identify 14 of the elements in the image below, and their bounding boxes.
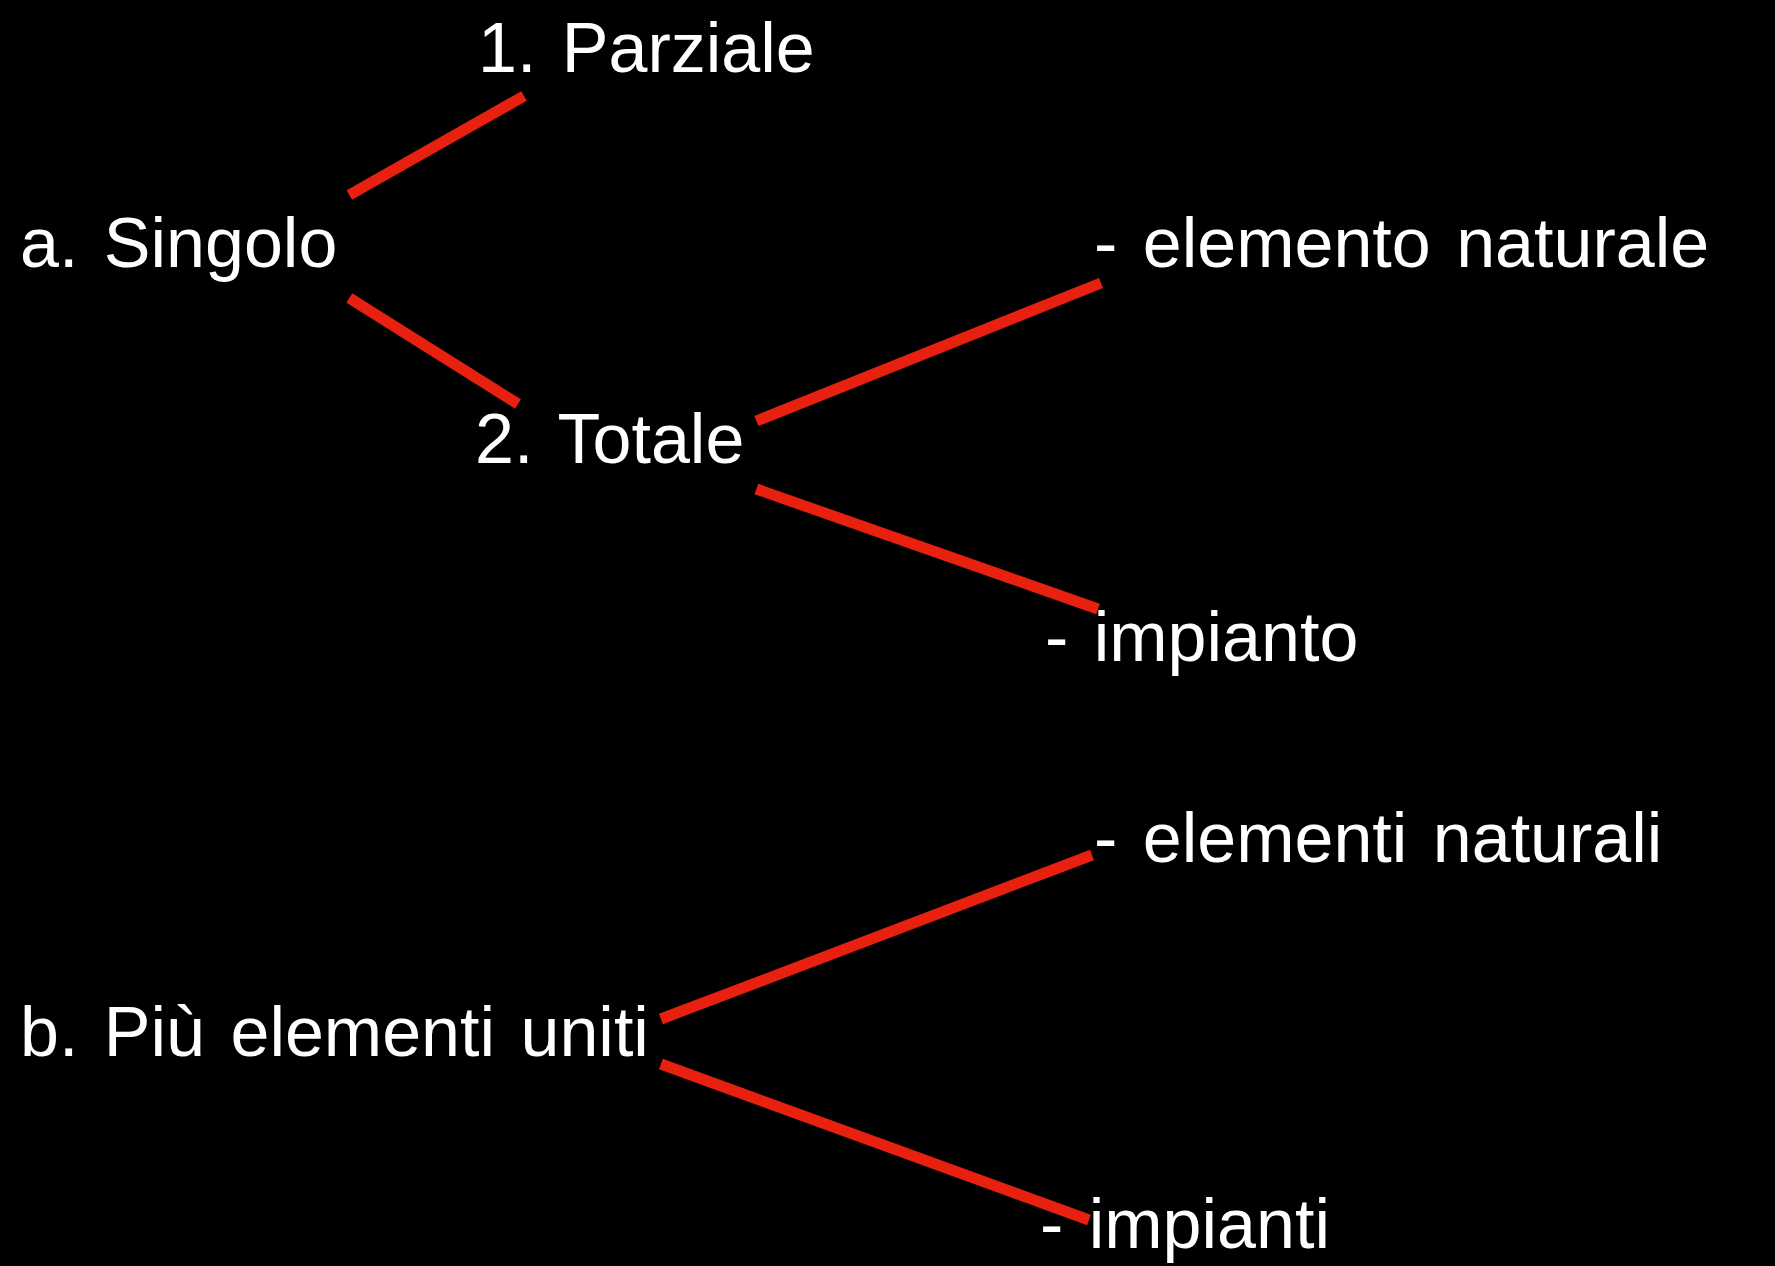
list-item-text: - impianto bbox=[1045, 598, 1359, 676]
connector-line bbox=[754, 483, 1100, 615]
list-item-text: 2. Totale bbox=[475, 400, 745, 478]
list-item-text: b. Più elementi uniti bbox=[20, 993, 649, 1071]
list-item-text: - impianti bbox=[1040, 1185, 1330, 1263]
list-item-text: - elementi naturali bbox=[1094, 799, 1663, 877]
connector-line bbox=[754, 277, 1104, 427]
connector-line bbox=[659, 1058, 1091, 1226]
list-item-text: 1. Parziale bbox=[478, 9, 815, 87]
connector-line bbox=[346, 293, 521, 409]
connector-line bbox=[346, 91, 527, 200]
connector-line bbox=[658, 849, 1094, 1025]
list-item-text: a. Singolo bbox=[20, 204, 338, 282]
list-item-text: - elemento naturale bbox=[1094, 204, 1710, 282]
